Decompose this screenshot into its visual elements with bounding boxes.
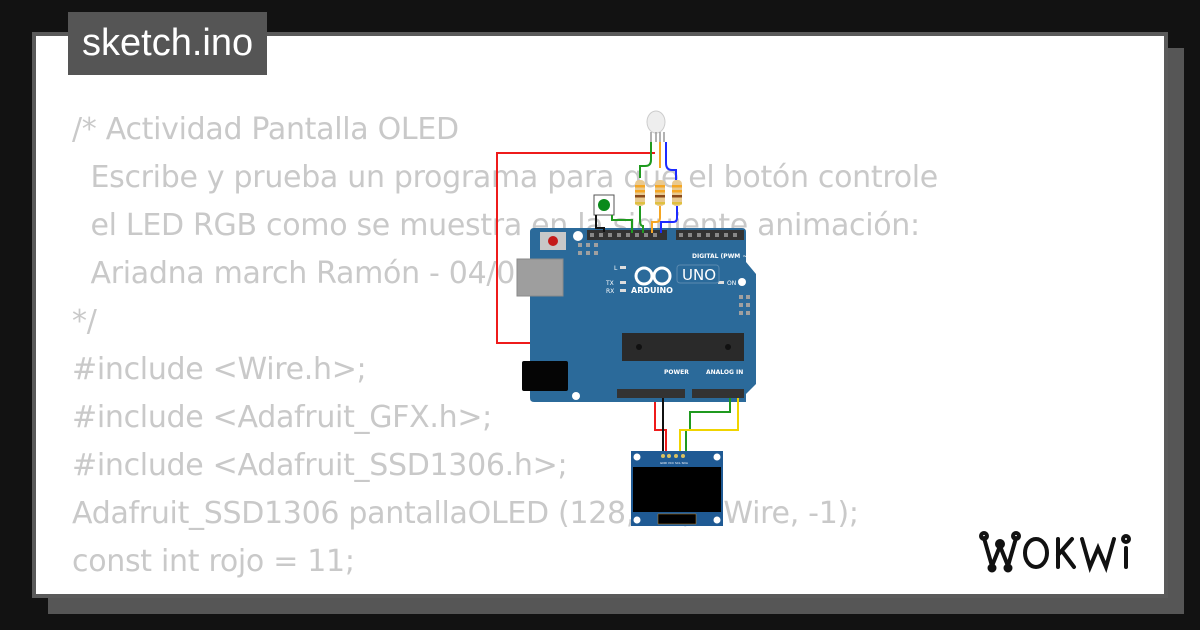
svg-text:ON: ON — [727, 280, 736, 287]
svg-text:RX: RX — [606, 288, 614, 295]
usb-port-icon — [516, 258, 564, 297]
wokwi-logo: WOKWI — [978, 528, 1131, 574]
digital-header-label: DIGITAL (PWM ~) — [692, 253, 750, 260]
code-line: const int rojo = 11; — [72, 544, 355, 579]
atmega-chip-icon — [622, 333, 744, 361]
svg-text:GND VCC SCL SDA: GND VCC SCL SDA — [660, 461, 689, 465]
arduino-infinity-logo — [634, 266, 672, 286]
logo-text: WOKWI — [978, 528, 982, 529]
oled-display: GND VCC SCL SDA — [631, 451, 723, 526]
svg-text:POWER: POWER — [664, 369, 689, 376]
code-line: Ariadna march Ramón - 04/0 — [72, 256, 515, 291]
file-title-tab: sketch.ino — [68, 12, 268, 75]
code-line: #include <Adafruit_GFX.h>; — [72, 400, 492, 435]
code-line: */ — [72, 304, 97, 339]
code-line: el LED RGB como se muestra en la siguien… — [72, 208, 920, 243]
svg-text:L: L — [614, 265, 618, 272]
code-line: /* Actividad Pantalla OLED — [72, 112, 459, 147]
resistors — [635, 180, 682, 206]
rgb-led — [646, 110, 666, 142]
uno-label: UNO — [682, 266, 716, 284]
svg-text:TX: TX — [605, 280, 614, 287]
pushbutton — [593, 194, 615, 216]
arduino-label: ARDUINO — [631, 286, 673, 295]
code-line: #include <Adafruit_SSD1306.h>; — [72, 448, 568, 483]
oled-screen — [633, 467, 721, 512]
code-line: const int verde = 10; — [72, 586, 938, 594]
code-line: Escribe y prueba un programa para que el… — [72, 160, 938, 195]
power-jack-icon — [522, 361, 568, 391]
svg-text:ANALOG IN: ANALOG IN — [706, 369, 743, 376]
arduino-uno-board: DIGITAL (PWM ~) L TX RX ON ARDUINO UNO P… — [516, 228, 756, 402]
code-line: #include <Wire.h>; — [72, 352, 367, 387]
